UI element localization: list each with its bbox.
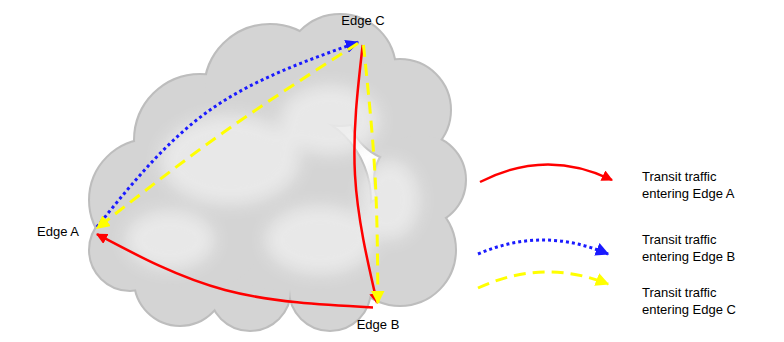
traffic-arrow <box>354 45 377 303</box>
traffic-arrow <box>363 45 377 303</box>
edge-label: Edge A <box>37 224 79 240</box>
edge-label: Edge B <box>357 317 400 333</box>
traffic-arrow <box>97 43 358 228</box>
legend-text: Transit traffic entering Edge A <box>642 169 760 203</box>
legend-sample-arrow <box>478 272 608 288</box>
legend-sample-arrow <box>478 240 608 254</box>
legend-sample-arrow <box>480 164 612 182</box>
edge-point: Edge B <box>373 303 383 313</box>
edge-point: Edge C <box>358 35 368 45</box>
traffic-arrow <box>97 234 373 307</box>
legend-text: Transit traffic entering Edge C <box>642 285 760 319</box>
edge-label: Edge C <box>341 13 384 29</box>
legend-text: Transit traffic entering Edge B <box>642 232 760 266</box>
edge-point: Edge A <box>87 227 97 237</box>
